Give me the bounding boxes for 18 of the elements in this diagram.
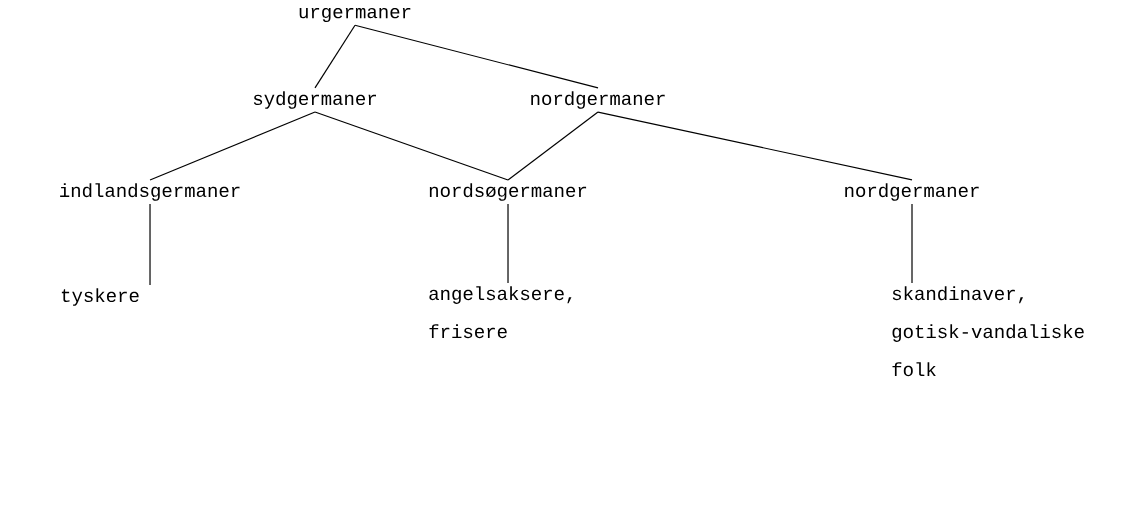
tree-label: nordgermaner [531,91,665,109]
tree-line [597,111,913,181]
tree-label: urgermaner [299,7,411,23]
tree-line [149,111,316,181]
tree-line [911,203,913,284]
tree-line [507,203,509,284]
tree-label: indlandsgermaner [60,183,240,201]
tree-line [314,111,509,181]
tree-line [314,24,356,89]
tree-label: nordgermaner [845,183,979,201]
tree-label: skandinaver, gotisk-vandaliske folk [892,286,1084,377]
tree-line [149,203,151,286]
tree-label: sydgermaner [253,91,376,109]
tree-line [354,24,599,89]
tree-label: angelsaksere, frisere [429,286,572,339]
tree-label: nordsøgermaner [429,183,587,201]
tree-label: tyskere [61,288,139,306]
tree-line [507,111,599,181]
